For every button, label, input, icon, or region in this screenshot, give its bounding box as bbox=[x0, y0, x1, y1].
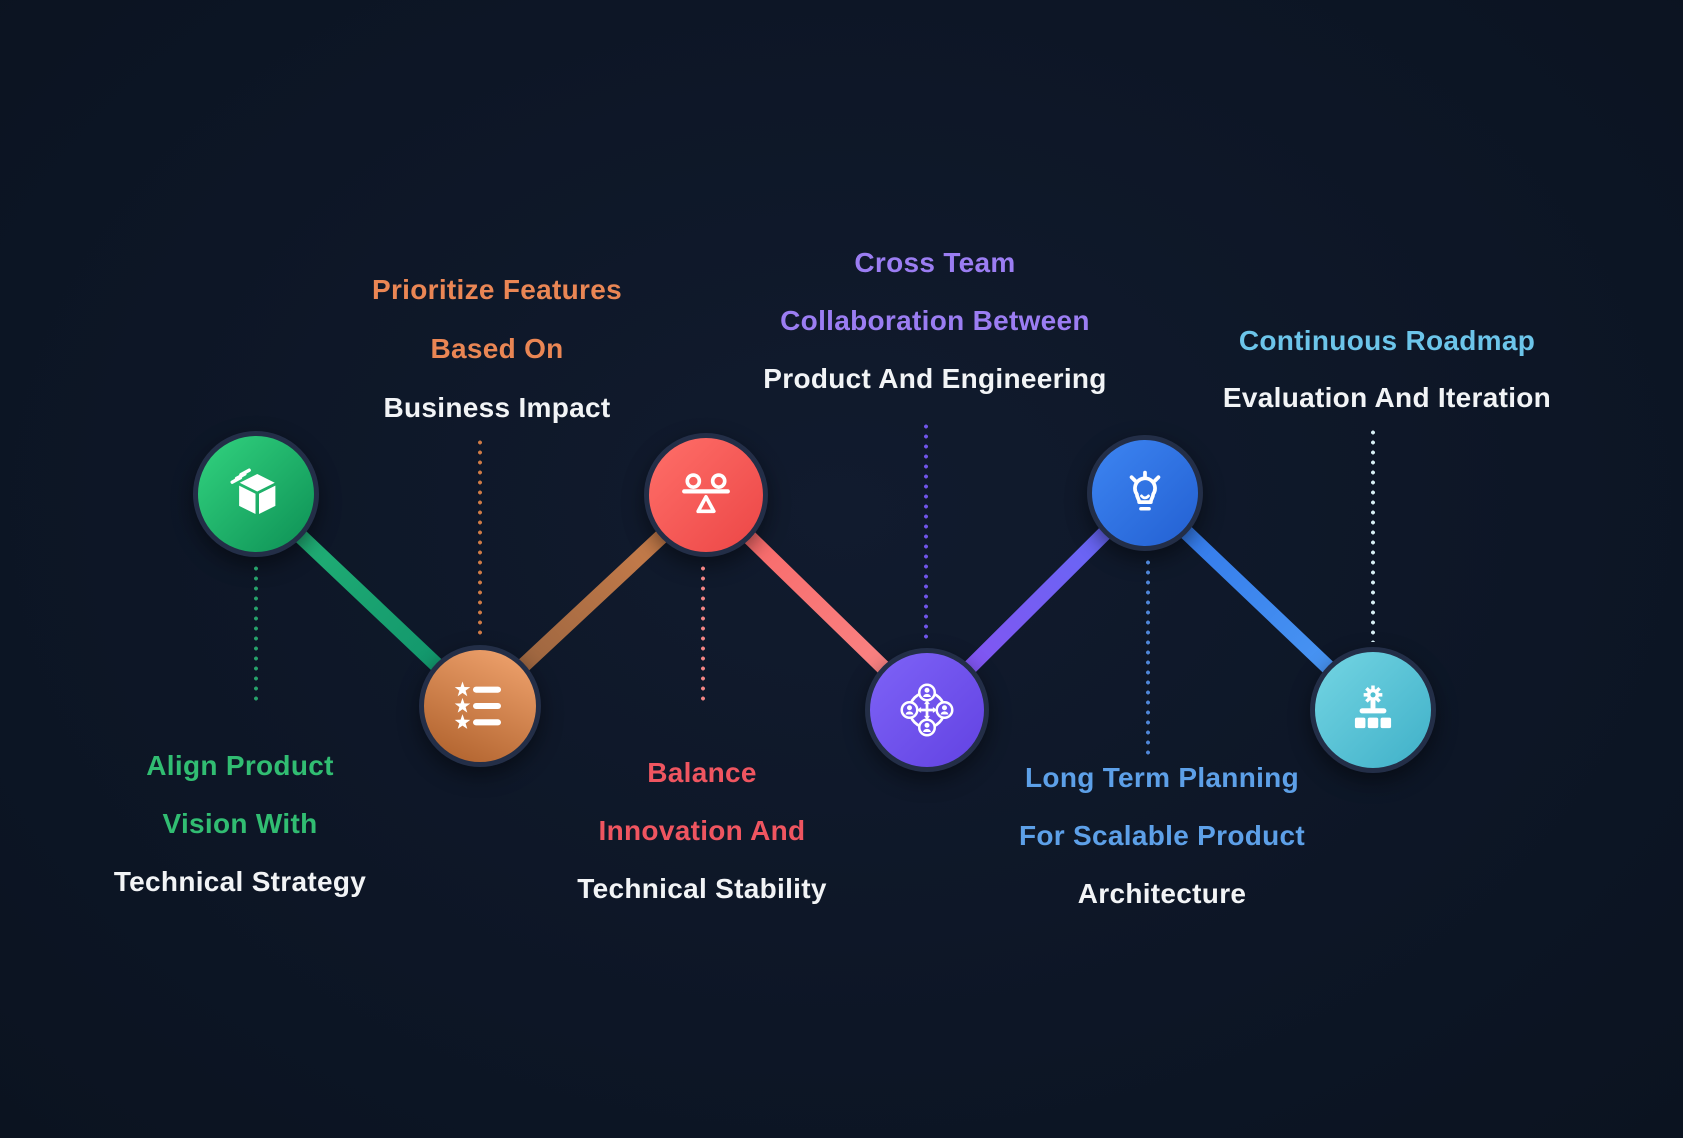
package-box-icon bbox=[230, 468, 276, 514]
node-long-term-planning-circle bbox=[1087, 435, 1203, 551]
dotted-connector-long-term-planning bbox=[1146, 560, 1150, 756]
checklist-icon bbox=[454, 681, 501, 729]
label-balance-innovation-line2: Innovation And bbox=[598, 815, 806, 846]
team-sync-icon bbox=[900, 683, 954, 737]
balance-scale-icon bbox=[682, 473, 730, 514]
label-roadmap-iteration-line1: Continuous Roadmap bbox=[1238, 325, 1536, 356]
dotted-connector-balance-innovation bbox=[701, 566, 705, 702]
dotted-connector-prioritize-features bbox=[478, 440, 482, 640]
label-prioritize-features-line2: Based On bbox=[430, 333, 564, 364]
dotted-connector-product-vision bbox=[254, 566, 258, 704]
label-product-vision-line1: Align Product bbox=[146, 750, 334, 781]
label-product-vision-line2: Vision With bbox=[162, 808, 318, 839]
node-balance-innovation-circle bbox=[644, 433, 768, 557]
label-prioritize-features-line3: Business Impact bbox=[383, 392, 611, 423]
label-product-vision-line3: Technical Strategy bbox=[113, 866, 367, 897]
label-long-term-planning-line1: Long Term Planning bbox=[1025, 762, 1299, 793]
label-long-term-planning-line3: Architecture bbox=[1077, 878, 1247, 909]
node-roadmap-iteration-circle bbox=[1310, 647, 1436, 773]
lightbulb-icon bbox=[1129, 470, 1161, 511]
node-cross-team-circle bbox=[865, 648, 989, 772]
dotted-connector-roadmap-iteration bbox=[1371, 430, 1375, 642]
label-prioritize-features-line1: Prioritize Features bbox=[371, 274, 623, 305]
node-product-vision-circle bbox=[193, 431, 319, 557]
label-cross-team-line1: Cross Team bbox=[854, 247, 1016, 278]
label-cross-team-line3: Product And Engineering bbox=[763, 363, 1107, 394]
dotted-connector-cross-team bbox=[924, 424, 928, 642]
label-long-term-planning-line2: For Scalable Product bbox=[1018, 820, 1306, 851]
label-balance-innovation-line3: Technical Stability bbox=[577, 873, 827, 904]
node-prioritize-features-circle bbox=[419, 645, 541, 767]
label-cross-team-line2: Collaboration Between bbox=[780, 305, 1090, 336]
label-roadmap-iteration-line2: Evaluation And Iteration bbox=[1222, 382, 1552, 413]
label-balance-innovation-line1: Balance bbox=[647, 757, 757, 788]
hierarchy-gear-icon bbox=[1354, 685, 1392, 729]
